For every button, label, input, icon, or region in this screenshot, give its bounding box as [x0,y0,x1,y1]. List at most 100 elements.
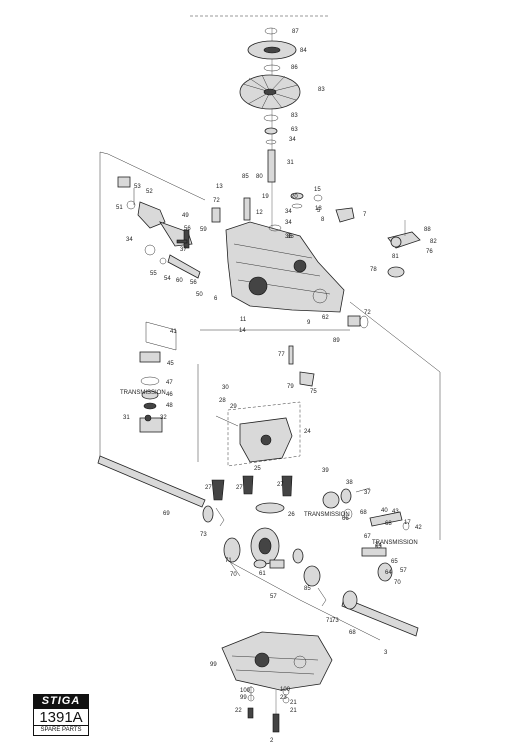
pin-part [355,487,371,493]
part-number-label: 51 [116,205,123,211]
pin-part [269,559,285,569]
washer-part [290,192,304,200]
part-number-label: 6 [214,296,218,302]
part-number-label: 81 [392,254,399,260]
note-text: TRANSMISSION [120,390,166,396]
part-number-label: 5 [317,208,321,214]
part-number-label: 34 [289,137,296,143]
spring-part [176,239,188,244]
part-number-label: 9 [307,320,311,326]
bolt-part [247,707,254,719]
part-number-label: 74 [375,543,382,549]
part-number-label: 85 [304,586,311,592]
right-lever-part [387,220,421,278]
part-number-label: 2 [270,738,274,744]
part-number-label: 22 [235,708,242,714]
o-ring-part [268,224,282,232]
part-number-label: 63 [375,544,382,550]
part-number-label: 36 [285,234,292,240]
bearing-part [144,244,156,256]
shaft-part [361,547,387,557]
part-number-label: 85 [242,174,249,180]
part-number-label: 54 [164,276,171,282]
seal-part [264,127,278,135]
part-number-label: 68 [385,521,392,527]
part-number-label: 43 [392,509,399,515]
part-number-label: 50 [196,292,203,298]
part-number-label: 38 [346,480,353,486]
lower-housing-part [221,631,333,691]
part-number-label: 18 [315,206,322,212]
part-number-label: 83 [318,87,325,93]
part-number-label: 86 [291,65,298,71]
part-number-label: 66 [342,516,349,522]
part-number-label: 64 [385,570,392,576]
part-number-label: 34 [285,209,292,215]
washer-part [247,686,255,694]
gear-part [322,491,340,509]
pin-part [243,197,251,221]
bushing-part [340,488,352,504]
ring-part [265,139,277,145]
part-number-label: 39 [322,468,329,474]
bolt-part [272,713,280,733]
outline-line [349,301,441,540]
part-number-label: 72 [213,198,220,204]
part-number-label: 23 [280,695,287,701]
part-number-label: 59 [200,227,207,233]
bushing-part [313,194,323,202]
shaft-part [369,511,403,527]
brand-logo-text: STIGA [33,694,89,708]
note-text: TRANSMISSION [304,512,350,518]
washer-part [282,696,290,704]
bearing-block-part [139,414,163,433]
part-number-label: 34 [285,220,292,226]
collar-part [139,351,161,363]
part-number-label: 31 [287,160,294,166]
axle-shaft-part [97,455,206,508]
part-number-label: 67 [364,534,371,540]
bearing-part [342,590,358,610]
part-number-label: 73 [200,532,207,538]
part-number-label: 72 [364,310,371,316]
part-number-label: 61 [259,571,266,577]
part-number-label: 31 [123,415,130,421]
part-number-label: 40 [381,508,388,514]
input-shaft-part [267,149,276,183]
part-number-label: 99 [210,662,217,668]
part-number-label: 13 [216,184,223,190]
seal-part [359,315,369,329]
part-number-label: 34 [126,237,133,243]
bracket-part [335,207,355,223]
washer-part [247,694,255,702]
part-number-label: 30 [222,385,229,391]
part-number-label: 48 [166,403,173,409]
part-number-label: 70 [394,580,401,586]
part-number-label: 55 [150,271,157,277]
bushing-part [347,315,361,327]
part-number-label: 82 [430,239,437,245]
sleeve-part [211,207,221,223]
part-number-label: 42 [415,525,422,531]
part-number-label: 52 [146,189,153,195]
part-number-label: 3 [384,650,388,656]
part-number-label: 12 [256,210,263,216]
part-number-label: 14 [239,328,246,334]
circlip-part [317,587,327,607]
part-number-label: 27 [277,482,284,488]
seal-ring-part [255,502,285,514]
part-number-label: 68 [349,630,356,636]
nut-part [159,257,167,265]
part-number-label: 71 [225,558,232,564]
valve-body-part [215,415,293,463]
bearing-part [202,505,214,523]
part-number-label: 87 [292,29,299,35]
part-number-label: 65 [391,559,398,565]
part-number-label: 27 [205,485,212,491]
part-number-label: 15 [314,187,321,193]
note-text: TRANSMISSION [372,540,418,546]
part-number-label: 26 [288,512,295,518]
part-number-label: 100 [240,688,251,694]
ring-part [402,521,410,531]
